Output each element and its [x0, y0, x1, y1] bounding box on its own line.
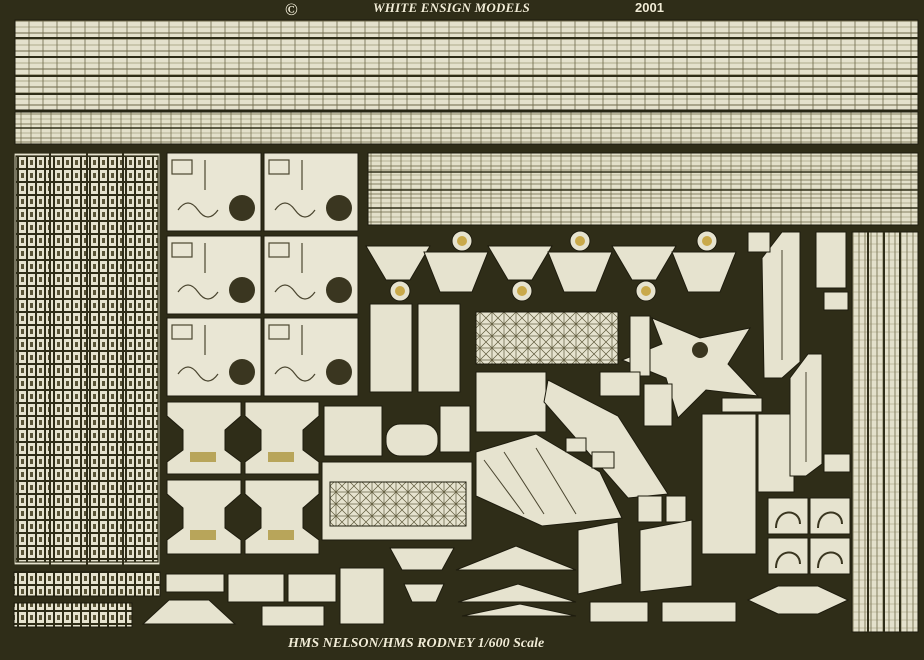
copyright-symbol: © [285, 0, 298, 19]
year-label: 2001 [635, 0, 664, 15]
model-title: HMS NELSON/HMS RODNEY 1/600 Scale [288, 636, 545, 651]
maker-name: WHITE ENSIGN MODELS [373, 0, 530, 15]
